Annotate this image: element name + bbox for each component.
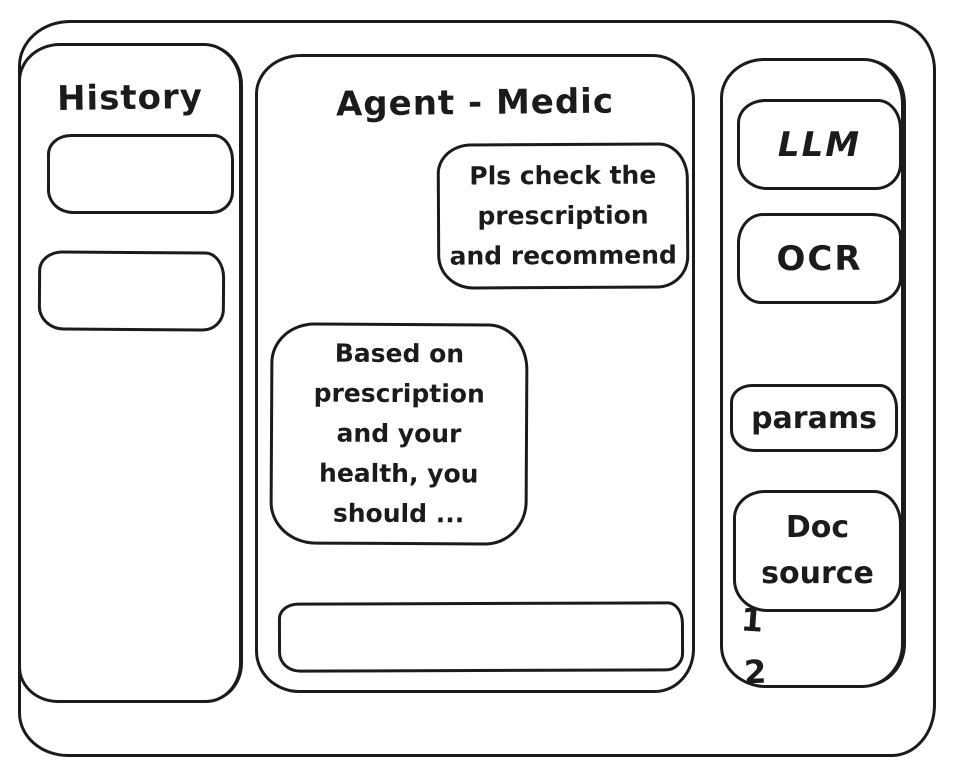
user-message-line: Pls check the — [469, 160, 657, 191]
user-message-line: prescription — [477, 200, 649, 231]
doc-source-label-line: source — [761, 556, 874, 591]
params-button[interactable]: params — [730, 384, 898, 452]
history-sidebar: History — [18, 43, 242, 703]
doc-source-annotation-2: 2 — [743, 652, 767, 692]
doc-source-annotation-1: 1 — [739, 600, 765, 640]
user-message-bubble: Pls check the prescription and recommend — [436, 142, 690, 290]
message-input[interactable] — [277, 601, 685, 673]
doc-source-button[interactable]: Doc source — [733, 490, 902, 612]
tools-sidebar: LLM OCR params Doc source 1 2 — [720, 58, 904, 691]
llm-button[interactable]: LLM — [737, 99, 902, 190]
agent-message-line: and your — [336, 418, 462, 449]
history-item-2[interactable] — [37, 250, 226, 332]
history-title: History — [56, 76, 204, 120]
agent-message-line: health, you — [318, 458, 479, 489]
agent-message-bubble: Based on prescription and your health, y… — [269, 322, 529, 546]
chat-title: Agent - Medic — [335, 81, 615, 125]
agent-message-line: prescription — [313, 378, 485, 409]
chat-panel: Agent - Medic Pls check the prescription… — [255, 54, 695, 693]
ocr-button[interactable]: OCR — [737, 213, 902, 304]
agent-message-line: should ... — [332, 498, 465, 529]
user-message-line: and recommend — [449, 240, 677, 271]
doc-source-label-line: Doc — [785, 510, 850, 545]
history-item-1[interactable] — [47, 134, 234, 214]
agent-message-line: Based on — [334, 338, 465, 369]
